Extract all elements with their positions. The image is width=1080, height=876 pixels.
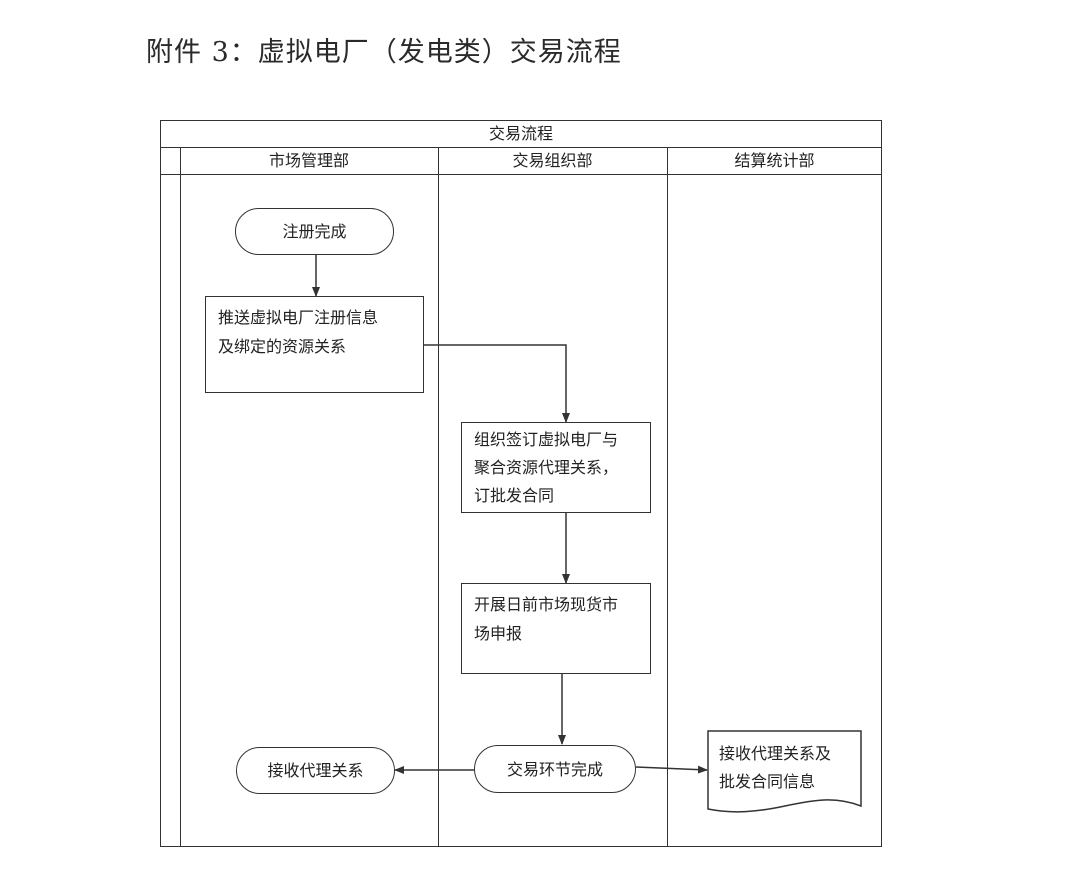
document-line-1: 接收代理关系及: [719, 744, 832, 763]
node-organize-line-1: 组织签订虚拟电厂与: [474, 430, 619, 449]
title-row-divider: [160, 147, 882, 148]
node-organize-line-3: 订批发合同: [474, 486, 555, 505]
lane-divider-1: [438, 147, 439, 847]
node-registration-complete: 注册完成: [235, 208, 394, 255]
swimlane-diagram: [160, 120, 882, 847]
node-spot-line-1: 开展日前市场现货市: [474, 595, 619, 614]
node-spot-market-bidding: 开展日前市场现货市 场申报: [461, 583, 651, 674]
lane-divider-2: [667, 147, 668, 847]
table-title: 交易流程: [488, 124, 553, 143]
node-organize-signing: 组织签订虚拟电厂与 聚合资源代理关系， 订批发合同: [461, 422, 651, 513]
node-receive-contract-document: 接收代理关系及 批发合同信息: [707, 730, 864, 813]
node-push-line-1: 推送虚拟电厂注册信息: [218, 308, 379, 327]
arrow-push-to-organize: [424, 344, 570, 423]
document-line-2: 批发合同信息: [719, 772, 816, 791]
node-organize-line-2: 聚合资源代理关系，: [474, 458, 619, 477]
header-row-divider: [160, 174, 882, 175]
arrow-trade-complete-to-receive-contract: [635, 765, 708, 774]
lane-header-trading-organization: 交易组织部: [512, 151, 593, 170]
node-receive-agency-relation: 接收代理关系: [236, 747, 395, 794]
lane-header-settlement-statistics: 结算统计部: [734, 151, 815, 170]
document-shape: [707, 730, 862, 813]
node-spot-line-2: 场申报: [474, 624, 523, 643]
lane-header-market-management: 市场管理部: [268, 151, 349, 170]
node-trade-stage-complete: 交易环节完成: [474, 745, 636, 793]
node-push-registration-info: 推送虚拟电厂注册信息 及绑定的资源关系: [205, 296, 424, 393]
node-push-line-2: 及绑定的资源关系: [218, 337, 347, 356]
document-title: 附件 3：虚拟电厂（发电类）交易流程: [146, 37, 622, 68]
document-text: 接收代理关系及 批发合同信息: [719, 740, 864, 796]
left-margin-divider: [180, 147, 181, 847]
